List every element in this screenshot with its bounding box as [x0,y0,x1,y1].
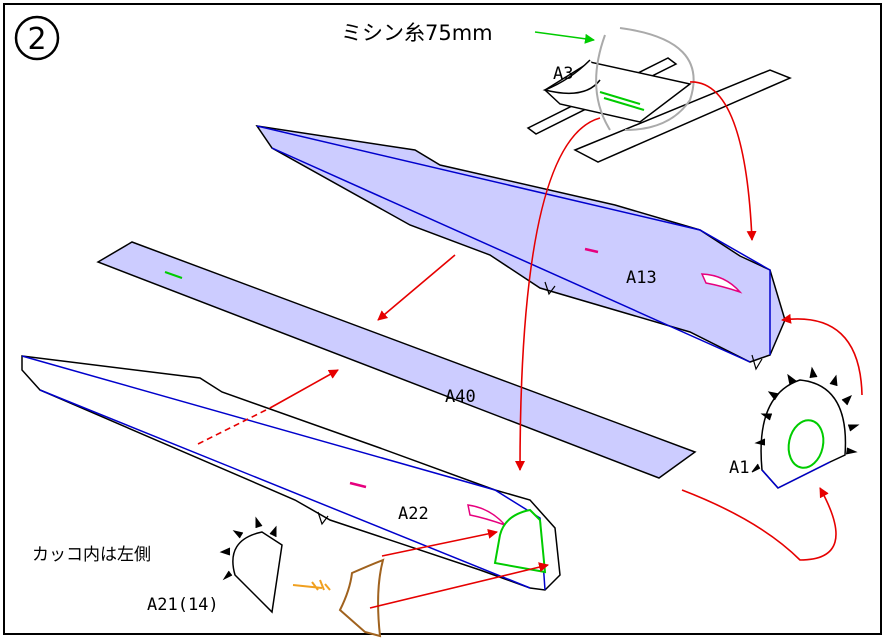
thread-note: ミシン糸75mm [341,21,493,45]
label-a13: A13 [626,268,657,288]
assembly-arrows [197,81,863,609]
thread-pointer-arrow [534,31,595,44]
diagram-frame [3,3,882,635]
side-note: カッコ内は左側 [32,545,151,565]
part-brown-former [292,558,385,638]
part-a21: A21(14) [147,516,283,615]
part-a13: A13 [255,124,786,371]
part-a40: A40 [96,241,697,479]
part-a3: A3 [526,27,792,163]
step-number-badge: 2 [14,15,60,61]
label-a1: A1 [729,458,749,478]
label-a22: A22 [398,504,429,524]
part-a1: A1 [729,366,860,489]
label-a40: A40 [445,387,476,407]
label-a3: A3 [553,64,573,84]
step-number: 2 [27,22,46,57]
part-a22: A22 [21,355,561,591]
label-a21: A21(14) [147,595,219,615]
